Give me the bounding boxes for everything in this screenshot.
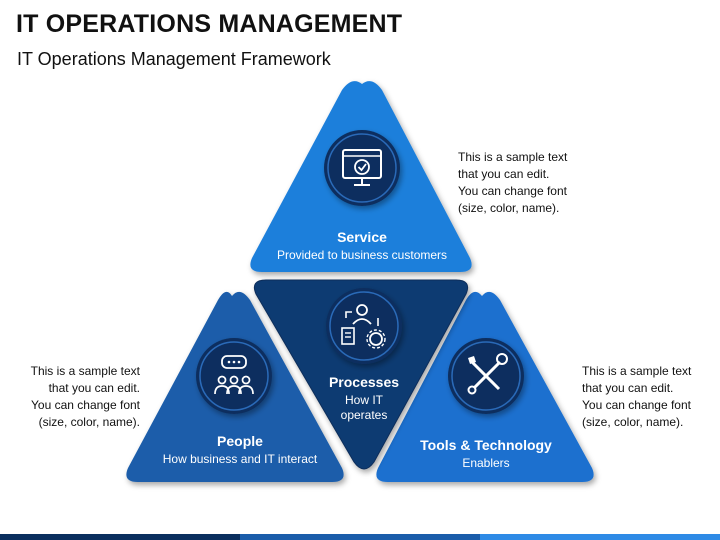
page-title: IT OPERATIONS MANAGEMENT: [16, 10, 403, 38]
service-heading: Service: [337, 229, 387, 245]
process-gear-icon: [326, 288, 402, 364]
service-subtext: Provided to business customers: [276, 248, 448, 262]
processes-heading: Processes: [328, 374, 400, 390]
wrench-screwdriver-icon: [448, 338, 524, 414]
note-left: This is a sample text that you can edit.…: [16, 363, 140, 431]
note-line: You can change font: [458, 184, 567, 198]
footer-accent-bar: [0, 534, 720, 540]
processes-subtext-line1: How IT: [344, 393, 383, 407]
note-top-right: This is a sample text that you can edit.…: [458, 149, 567, 217]
note-line: that you can edit.: [458, 167, 550, 181]
note-line: This is a sample text: [582, 364, 692, 378]
note-line: You can change font: [31, 398, 140, 412]
note-line: (size, color, name).: [458, 201, 560, 215]
note-line: that you can edit.: [582, 381, 674, 395]
note-line: that you can edit.: [48, 381, 140, 395]
note-line: This is a sample text: [458, 150, 568, 164]
people-label: People How business and IT interact: [140, 433, 340, 466]
note-line: You can change font: [582, 398, 691, 412]
note-line: (size, color, name).: [582, 415, 684, 429]
people-subtext: How business and IT interact: [162, 452, 318, 466]
tools-subtext: Enablers: [462, 456, 510, 470]
service-label: Service Provided to business customers: [262, 229, 462, 262]
note-line: This is a sample text: [30, 364, 140, 378]
people-heading: People: [217, 433, 263, 449]
monitor-check-icon: [324, 130, 400, 206]
processes-label: Processes How IT operates: [314, 374, 414, 422]
processes-triangle: [253, 279, 469, 470]
processes-subtext-line2: operates: [340, 408, 388, 422]
tools-label: Tools & Technology Enablers: [386, 437, 586, 470]
people-chat-icon: [196, 338, 272, 414]
page-subtitle: IT Operations Management Framework: [17, 49, 331, 69]
note-right: This is a sample text that you can edit.…: [582, 363, 691, 431]
tools-heading: Tools & Technology: [420, 437, 552, 453]
note-line: (size, color, name).: [38, 415, 140, 429]
